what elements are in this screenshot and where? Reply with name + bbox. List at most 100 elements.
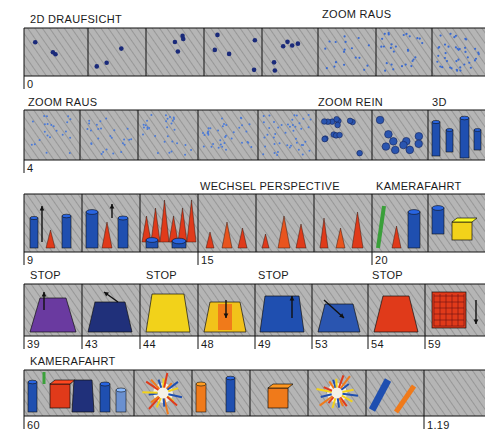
frame-divider <box>428 194 429 252</box>
frame-tick <box>140 336 141 349</box>
dot <box>410 65 412 67</box>
dot <box>380 46 382 48</box>
block <box>146 294 190 332</box>
frame-number: 9 <box>27 254 33 267</box>
cylinder-top <box>226 376 235 380</box>
dot <box>464 38 466 40</box>
explosion-ray <box>342 390 353 392</box>
motion-arrow <box>324 300 344 318</box>
frame-divider <box>88 28 89 76</box>
hatching <box>440 294 441 326</box>
dot <box>171 140 173 142</box>
dot <box>207 134 209 136</box>
dot <box>212 143 214 145</box>
dot <box>43 115 45 117</box>
dot <box>32 121 34 123</box>
dot <box>289 126 291 128</box>
dot <box>97 128 99 130</box>
block <box>260 296 304 332</box>
dot <box>405 33 407 35</box>
arrow-head <box>339 313 344 318</box>
hatching <box>434 302 464 303</box>
dot <box>207 132 209 134</box>
cylinder <box>116 390 126 412</box>
cone <box>102 222 112 248</box>
dot <box>393 50 395 52</box>
dot <box>224 136 226 138</box>
dot <box>323 136 329 142</box>
frame-divider <box>258 110 259 160</box>
dot <box>335 61 337 63</box>
dot <box>154 135 156 137</box>
dot <box>324 48 326 50</box>
explosion-ray <box>163 398 166 406</box>
cone <box>222 222 232 248</box>
frame-divider <box>376 28 377 76</box>
dot <box>296 142 298 144</box>
dot <box>249 123 251 125</box>
cone <box>238 228 247 248</box>
dot <box>276 154 278 156</box>
dot <box>225 149 227 151</box>
dot <box>90 143 92 145</box>
dot <box>304 141 306 143</box>
dot <box>46 152 48 154</box>
dot <box>142 133 144 135</box>
motion-arrow <box>41 206 42 242</box>
dot <box>167 135 169 137</box>
dot <box>405 63 407 65</box>
frame-border <box>24 28 485 29</box>
dot <box>355 56 357 58</box>
frame-number: 0 <box>27 78 33 91</box>
dot <box>69 118 71 120</box>
dot <box>245 131 247 133</box>
dot <box>266 134 268 136</box>
storyboard-strips <box>24 28 485 416</box>
dot <box>263 121 265 123</box>
dot <box>449 33 451 35</box>
dot <box>127 128 129 130</box>
dot <box>33 40 38 45</box>
arrow-head <box>40 206 45 210</box>
dot <box>300 128 302 130</box>
dot <box>390 43 392 45</box>
block-face <box>218 304 232 330</box>
frame-divider <box>192 370 193 416</box>
dot <box>241 124 243 126</box>
dot <box>90 130 92 132</box>
frame-divider <box>372 194 373 252</box>
dot <box>302 144 304 146</box>
dot <box>53 125 55 127</box>
arrow-head <box>290 296 295 300</box>
frame-number: 43 <box>85 338 98 351</box>
dot <box>392 68 394 70</box>
frame-border <box>24 160 485 161</box>
block <box>72 380 94 412</box>
cylinder-top <box>146 238 158 243</box>
cone <box>392 226 401 248</box>
frame-tick <box>368 336 369 349</box>
dot <box>143 124 145 126</box>
frame-divider <box>24 194 25 252</box>
dot <box>88 122 90 124</box>
frame-border <box>24 416 485 417</box>
frame-divider <box>24 284 25 336</box>
explosion-ray <box>340 397 346 406</box>
dot <box>184 154 186 156</box>
cylinder-top <box>116 388 126 392</box>
cylinder <box>196 384 206 412</box>
frame-number: 53 <box>315 338 328 351</box>
dot <box>308 126 310 128</box>
dot <box>395 45 397 47</box>
frame-tick <box>24 416 25 429</box>
dot <box>167 118 169 120</box>
arrow-head <box>110 204 115 208</box>
dot <box>190 149 192 151</box>
cylinder <box>408 212 420 248</box>
dot <box>247 142 249 144</box>
dot <box>455 35 457 37</box>
frame-tick <box>372 252 373 265</box>
cylinder <box>460 118 469 158</box>
frame-tick <box>24 252 25 265</box>
frame-divider <box>428 110 429 160</box>
